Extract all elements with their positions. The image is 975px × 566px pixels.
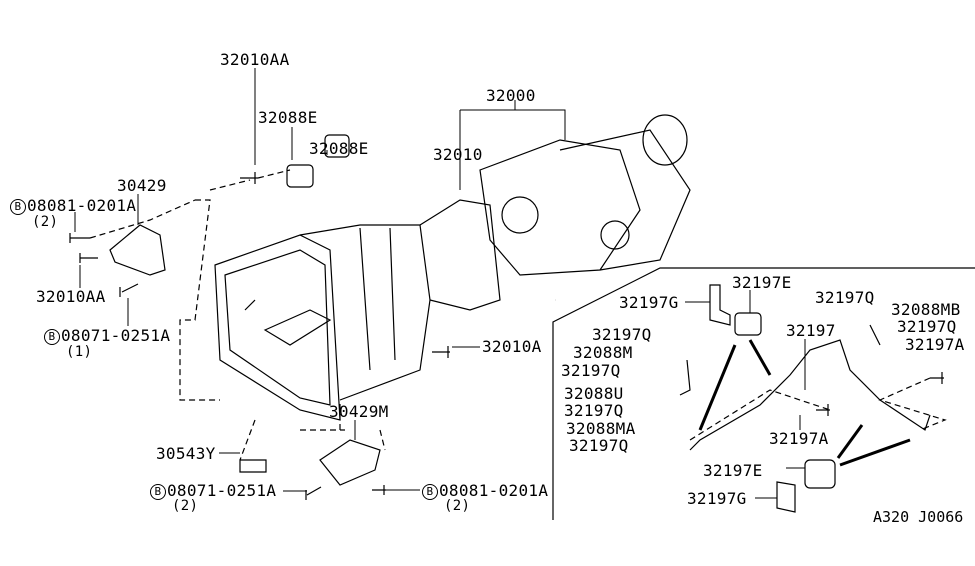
diagram-code: A320 J0066: [873, 508, 964, 526]
label-32088MA: 32088MA: [566, 419, 636, 438]
label-32197Q: 32197Q: [564, 401, 624, 420]
label-32197G: 32197G: [619, 293, 679, 312]
label-32088MB: 32088MB: [891, 300, 961, 319]
bolt-marker-icon: B: [10, 199, 26, 215]
label-32197Q: 32197Q: [569, 436, 629, 455]
label-32088E: 32088E: [309, 139, 369, 158]
label-32197E: 32197E: [703, 461, 763, 480]
label-32010A: 32010A: [482, 337, 542, 356]
inset-parts: [679, 284, 931, 513]
cover-30543Y: [239, 459, 267, 473]
label-30429M: 30429M: [329, 402, 389, 421]
label-32197G: 32197G: [687, 489, 747, 508]
label-32197Q: 32197Q: [815, 288, 875, 307]
label-32010AA: 32010AA: [36, 287, 106, 306]
bolts: [69, 172, 944, 500]
bolt-marker-icon: B: [422, 484, 438, 500]
label-32197Q: 32197Q: [592, 325, 652, 344]
inset-border: [552, 267, 975, 520]
label-30543Y: 30543Y: [156, 444, 216, 463]
label-30429: 30429: [117, 176, 167, 195]
label-32197A: 32197A: [905, 335, 965, 354]
part-number: 08081-0201A: [439, 481, 549, 500]
label-32088E: 32088E: [258, 108, 318, 127]
part-number: 08081-0201A: [27, 196, 137, 215]
label-32197Q: 32197Q: [897, 317, 957, 336]
part-number: 08071-0251A: [61, 326, 171, 345]
bolt-marker-icon: B: [44, 329, 60, 345]
direction-arrows: [698, 339, 911, 467]
quantity: (2): [32, 214, 59, 230]
label-32197E: 32197E: [732, 273, 792, 292]
label-32197Q: 32197Q: [561, 361, 621, 380]
mounts-32088E: [286, 134, 350, 188]
part-number: 08071-0251A: [167, 481, 277, 500]
bolt-marker-icon: B: [150, 484, 166, 500]
label-32088U: 32088U: [564, 384, 624, 403]
leader-lines: [74, 68, 806, 499]
label-32010: 32010: [433, 145, 483, 164]
label-32000: 32000: [486, 86, 536, 105]
label-32088M: 32088M: [573, 343, 633, 362]
label-32197: 32197: [786, 321, 836, 340]
label-32010AA: 32010AA: [220, 50, 290, 69]
label-32197A: 32197A: [769, 429, 829, 448]
assembly-guide-lines: [89, 169, 947, 461]
quantity: (2): [172, 498, 199, 514]
bracket-30429: [109, 224, 166, 276]
bracket-30429M: [319, 439, 381, 486]
quantity: (2): [444, 498, 471, 514]
quantity: (1): [66, 344, 93, 360]
transmission-assembly: [214, 114, 691, 421]
